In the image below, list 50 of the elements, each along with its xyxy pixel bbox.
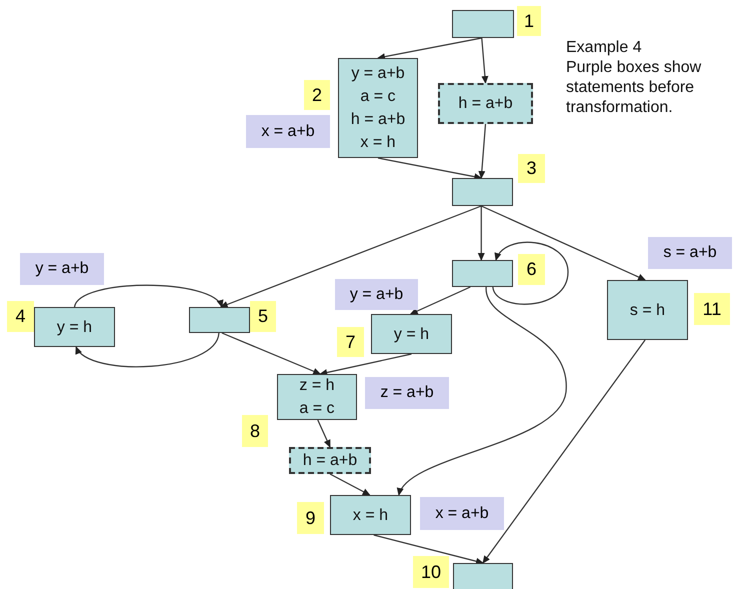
arrow [76, 332, 220, 368]
original-statement: x = a+b [420, 497, 504, 530]
arrow [410, 286, 471, 315]
block-number: 10 [413, 556, 449, 588]
block-number: 2 [304, 80, 330, 110]
arrow [398, 286, 567, 496]
block-number: 9 [297, 502, 324, 534]
original-statement: y = a+b [20, 253, 104, 285]
arrow [74, 284, 222, 308]
statement-block: z = h a = c [277, 374, 357, 420]
arrow [478, 206, 485, 261]
original-statement: y = a+b [335, 279, 418, 310]
block-number: 8 [242, 415, 268, 447]
empty-block [453, 563, 513, 589]
original-statement: s = a+b [648, 237, 732, 269]
arrow [330, 473, 371, 496]
statement-block: y = a+b a = c h = a+b x = h [338, 58, 418, 158]
arrow [319, 353, 412, 376]
arrow [377, 37, 482, 60]
block-number: 5 [250, 301, 276, 332]
block-number: 6 [518, 254, 545, 285]
arrow [478, 124, 486, 179]
arrow [374, 534, 484, 565]
original-statement: x = a+b [246, 115, 330, 148]
block-number: 1 [517, 6, 541, 36]
arrow [222, 332, 322, 375]
empty-block [452, 178, 513, 206]
block-number: 7 [337, 327, 364, 357]
arrow [482, 340, 646, 564]
arrow [481, 205, 646, 281]
arrow [492, 242, 569, 305]
note-text: Purple boxes show statements before transformation. [566, 58, 702, 118]
statement-block: s = h [607, 280, 688, 340]
statement-block: y = h [371, 314, 452, 354]
example-title: Example 4 [566, 38, 642, 58]
arrow [220, 205, 482, 308]
arrow [378, 157, 482, 180]
statement-block: y = h [34, 307, 115, 347]
statement-block: x = h [330, 495, 411, 535]
original-statement: z = a+b [365, 377, 449, 409]
block-number: 11 [694, 293, 730, 325]
empty-block [452, 260, 513, 287]
statement-block: h = a+b [438, 83, 533, 124]
block-number: 3 [518, 154, 545, 183]
empty-block [452, 10, 514, 38]
empty-block [189, 307, 250, 333]
statement-block: h = a+b [289, 447, 371, 474]
block-number: 4 [7, 301, 34, 332]
arrow [481, 38, 488, 84]
arrow [317, 420, 331, 448]
